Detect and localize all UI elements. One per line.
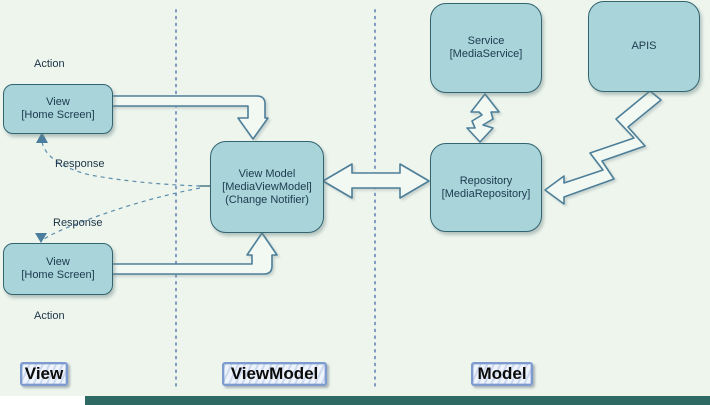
node-view-top: View [Home Screen]	[3, 84, 113, 134]
dashed-response-curve-top	[41, 141, 201, 187]
node-viewmodel-line3: (Change Notifier)	[225, 193, 309, 206]
node-apis-line1: APIS	[631, 40, 657, 52]
node-view-bottom-line1: View	[46, 256, 70, 268]
node-viewmodel-line2: [MediaViewModel]	[222, 180, 312, 193]
double-arrow-service-repository	[466, 93, 500, 143]
node-service-line1: Service	[467, 35, 505, 47]
node-service: Service [MediaService]	[430, 3, 542, 93]
double-arrow-viewmodel-repository	[322, 163, 430, 199]
bottom-edge-gap	[0, 396, 85, 405]
zigzag-arrow-apis-to-repository	[544, 90, 662, 205]
arrow-view2-to-viewmodel	[110, 232, 278, 275]
node-view-top-line2: [Home Screen]	[21, 109, 95, 121]
annotation-response-top: Response	[55, 158, 105, 170]
section-label-model: Model	[471, 362, 533, 386]
section-label-view: View	[20, 362, 68, 386]
annotation-action-top: Action	[34, 58, 65, 70]
node-service-line2: [MediaService]	[449, 48, 523, 60]
node-viewmodel: View Model [MediaViewModel] (Change Noti…	[210, 141, 324, 233]
dashed-response-curve-bottom	[43, 187, 201, 240]
annotation-action-bottom: Action	[34, 310, 65, 322]
node-view-bottom: View [Home Screen]	[3, 243, 113, 295]
node-apis: APIS	[588, 1, 700, 92]
node-repository-line1: Repository	[459, 174, 513, 187]
node-viewmodel-line1: View Model	[238, 167, 296, 180]
arrow-view1-to-viewmodel	[110, 95, 269, 140]
bottom-edge-bar	[85, 396, 710, 405]
annotation-response-bottom: Response	[53, 217, 103, 229]
section-label-viewmodel: ViewModel	[222, 362, 327, 386]
dashed-arrowhead-up-icon	[36, 132, 48, 143]
node-view-bottom-line2: [Home Screen]	[21, 269, 95, 281]
bottom-edge-strip	[0, 396, 710, 405]
dashed-arrowhead-down-icon	[35, 233, 47, 243]
node-repository-line2: [MediaRepository]	[441, 187, 531, 200]
node-repository: Repository [MediaRepository]	[430, 143, 542, 232]
node-view-top-line1: View	[46, 96, 70, 108]
